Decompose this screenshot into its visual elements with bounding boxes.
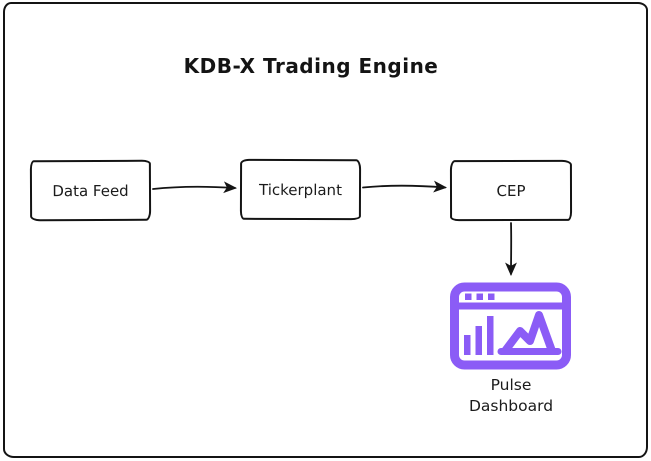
node-tickerplant: Tickerplant [239, 158, 362, 221]
arrow-data-feed-to-tickerplant [152, 181, 238, 194]
diagram-title: KDB-X Trading Engine [183, 54, 439, 78]
node-data-feed: Data Feed [29, 159, 152, 222]
icon-window-frame [450, 282, 571, 370]
node-tickerplant-label: Tickerplant [259, 180, 342, 199]
dashboard-caption-line2: Dashboard [468, 397, 554, 415]
icon-window-dots [465, 293, 495, 300]
icon-area-chart [497, 311, 562, 355]
dashboard-window-icon [450, 282, 571, 370]
node-data-feed-label: Data Feed [52, 181, 129, 200]
arrow-tickerplant-to-cep [362, 180, 448, 193]
icon-bar-chart [464, 316, 494, 355]
node-cep-label: CEP [496, 181, 526, 200]
node-cep: CEP [449, 159, 573, 222]
dashboard-caption: Pulse Dashboard [440, 375, 582, 417]
dashboard-caption-line1: Pulse [490, 376, 532, 394]
